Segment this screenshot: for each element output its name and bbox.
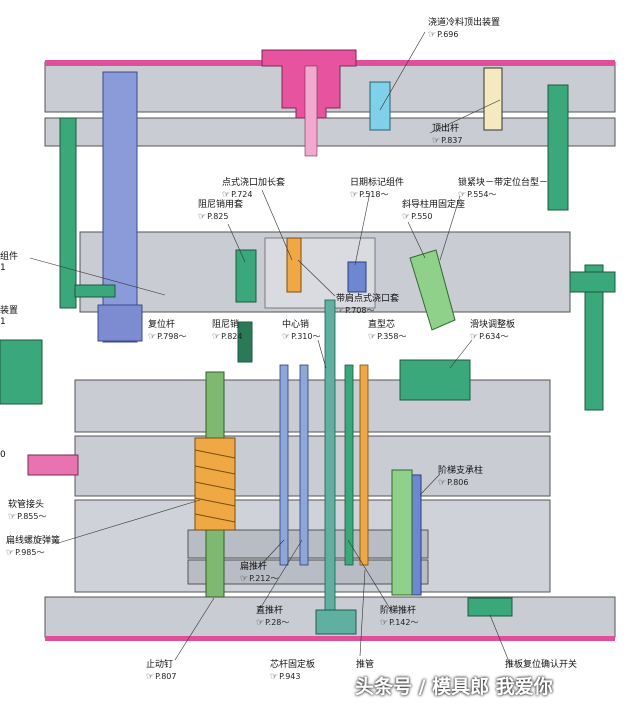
left-cylinder-link — [74, 284, 116, 298]
label-straight-core: 直型芯P.358～ — [368, 320, 406, 343]
flat-ejector-part — [279, 364, 289, 566]
label-step-support: 阶梯支承柱P.806 — [438, 466, 483, 489]
leader-lines — [29, 31, 511, 665]
straight-ejector-part — [299, 364, 309, 566]
sprue-ejector-part — [369, 81, 391, 131]
date-mark-part — [347, 261, 367, 293]
center-pin-part — [324, 299, 336, 631]
label-pin-gate-ext: 点式浇口加长套P.724 — [222, 178, 285, 201]
left-external-block — [0, 339, 43, 405]
label-straight-ejector: 直推杆P.28～ — [256, 606, 289, 629]
ejector-sleeve-part — [359, 364, 369, 566]
label-pin-gate-sleeve: 带肩点式浇口套P.708～ — [336, 294, 399, 317]
top-ejector-pin-part — [483, 67, 503, 131]
label-date-mark: 日期标记组件P.518～ — [350, 178, 404, 201]
label-slide-adjust: 滑块调整板P.634～ — [470, 320, 515, 343]
label-core-retainer: 芯杆固定板P.943 — [270, 660, 315, 683]
core-plate — [74, 379, 551, 433]
label-damper-sleeve: 阻尼销用套P.825 — [198, 200, 243, 223]
flat-spring-part — [194, 437, 236, 531]
label-plate-switch: 推板复位确认开关 — [505, 660, 578, 670]
guide-pillar — [102, 71, 138, 343]
stripper-plate — [44, 117, 616, 147]
step-support-collar — [391, 469, 413, 596]
slide-block — [399, 359, 471, 401]
label-flat-ejector: 扁推杆P.212～ — [240, 562, 278, 585]
right-guide-green — [547, 84, 569, 211]
sprue-channel — [304, 65, 318, 157]
core-retainer-part — [315, 609, 357, 635]
watermark: 头条号 / 模具郎 我爱你 — [355, 676, 553, 698]
label-lock-block: 锁紧块－带定位台型－P.554～ — [458, 178, 548, 201]
label-angle-pin-seat: 斜导柱用固定座P.550 — [402, 200, 465, 223]
pin-gate-sleeve-part — [286, 237, 302, 293]
left-edge-mark: 0 — [0, 450, 6, 460]
label-ejector-pin-top: 顶出杆P.837 — [432, 124, 462, 147]
label-sprue-ejector: 浇道冷料顶出装置P.696 — [428, 18, 500, 41]
hose-joint-part — [27, 454, 79, 476]
label-hose-joint: 软管接头P.855～ — [8, 500, 46, 523]
bottom-plate-pink-strip — [45, 636, 615, 641]
step-ejector-part — [344, 364, 354, 566]
label-damper-pin: 阻尼销P.824 — [212, 320, 242, 343]
angle-pin — [409, 249, 456, 331]
label-return-pin: 复位杆P.798～ — [148, 320, 186, 343]
label-step-ejector: 阶梯推杆P.142～ — [380, 606, 418, 629]
guide-pillar-head — [97, 304, 143, 342]
damper-sleeve-part — [235, 249, 257, 303]
label-flat-spring: 扁线螺旋弹簧P.985～ — [6, 536, 60, 559]
left-cylinder — [59, 117, 77, 309]
right-cylinder — [584, 264, 604, 411]
right-cylinder-head — [569, 271, 616, 293]
label-stop-pin: 止动钉P.807 — [146, 660, 176, 683]
label-ejector-sleeve: 推管 — [356, 660, 375, 670]
plate-switch-part — [467, 597, 513, 617]
label-center-pin: 中心销P.310～ — [282, 320, 320, 343]
